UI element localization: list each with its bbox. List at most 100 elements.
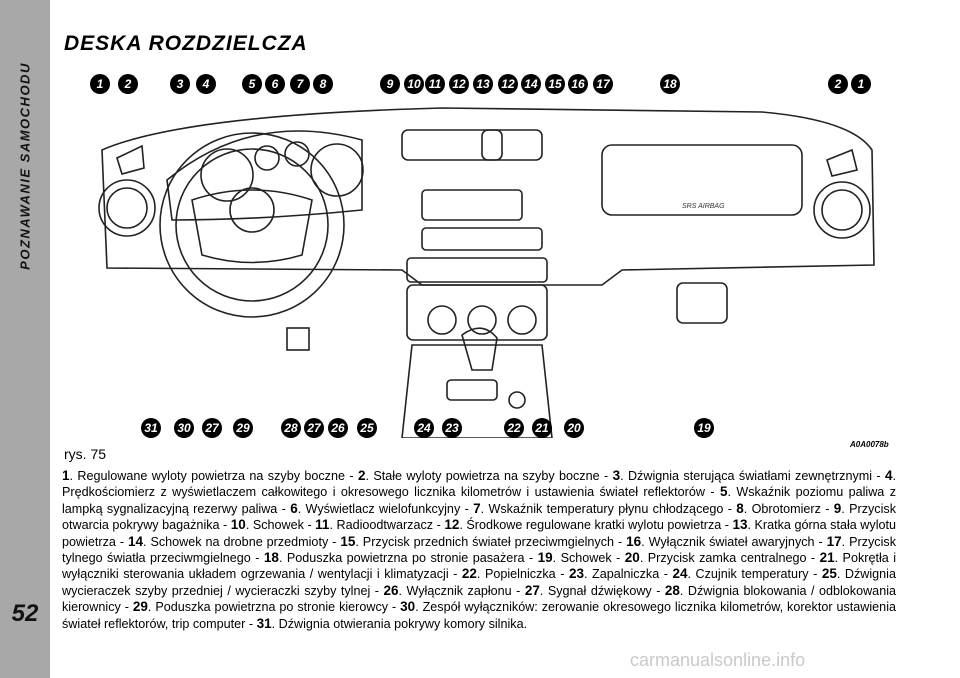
legend-number: 30 [400,599,416,615]
legend-item-text: . Pokrętła i wyłączniki sterowania układ… [62,551,896,582]
legend-item-text: . Regulowane wyloty powietrza na szyby b… [69,469,358,483]
legend-number: 14 [128,533,144,549]
bottom-callout-label: 19 [697,421,711,435]
bottom-callout-20 [564,418,584,438]
airbag-label: SRS AIRBAG [682,203,725,210]
bottom-callout-22 [504,418,524,438]
legend-number: 12 [444,517,460,533]
legend-item-text: . Stałe wyloty powietrza na szyby boczne… [365,469,613,483]
legend-item-text: . Dźwignia otwierania pokrywy komory sil… [271,616,528,631]
legend-number: 18 [263,550,279,566]
legend-item-text: . Schowek - [245,518,316,533]
section-title: POZNAWANIE SAMOCHODU [17,62,33,270]
bottom-callout-24 [414,418,434,438]
top-callout-label: 7 [297,77,305,91]
bottom-callout-label: 24 [416,421,431,435]
top-callout-label: 1 [97,77,104,91]
bottom-callout-26 [328,418,348,438]
bottom-callout-19 [694,418,714,438]
bottom-callout-label: 25 [359,421,374,435]
top-callout-label: 17 [596,77,611,91]
legend-number: 17 [826,533,842,549]
top-callout-9 [380,74,400,94]
legend-item-text: . Dźwignia sterująca światłami zewnętrzn… [620,469,885,483]
top-callout-label: 18 [663,77,677,91]
legend-text: 1. Regulowane wyloty powietrza na szyby … [62,468,896,632]
legend-number: 4 [884,468,893,483]
top-callout-label: 2 [834,77,842,91]
top-callout-16 [568,74,588,94]
legend-item-text: . Wyłącznik świateł awaryjnych - [641,534,827,549]
legend-item-text: . Kratka górna stała wylotu powietrza - [62,518,896,549]
top-callout-2 [118,74,138,94]
legend-item-text: . Poduszka powietrzna po stronie kierowc… [147,600,401,615]
legend-number: 5 [719,484,728,500]
legend-number: 20 [624,550,640,566]
top-callout-13 [473,74,493,94]
legend-number: 3 [612,468,621,483]
legend-number: 25 [821,566,837,582]
legend-item-text: . Czujnik temperatury - [687,567,822,582]
legend-item-text: . Wyświetlacz wielofunkcyjny - [297,501,474,516]
bottom-callout-29 [233,418,253,438]
top-callout-label: 12 [452,77,466,91]
legend-number: 24 [672,566,688,582]
legend-number: 8 [736,500,744,516]
legend-item-text: . Wyłącznik zapłonu - [398,583,525,598]
legend-number: 15 [340,533,356,549]
legend-number: 27 [524,582,540,598]
legend-item-text: . Radioodtwarzacz - [329,518,445,533]
top-callout-label: 13 [476,77,490,91]
sidebar: POZNAWANIE SAMOCHODU 52 [0,0,50,678]
legend-item-text: . Dźwignia blokowania / odblokowania kie… [62,583,896,615]
top-callout-label: 5 [249,77,256,91]
legend-item-text: . Wskaźnik poziomu paliwa z lampką sygna… [62,485,896,516]
legend-number: 29 [132,599,148,615]
legend-number: 2 [357,468,366,483]
footer-watermark: carmanualsonline.info [630,650,806,670]
legend-item-text: . Sygnał dźwiękowy - [539,583,665,598]
top-callout-label: 3 [177,77,184,91]
top-callout-12 [498,74,518,94]
legend-item-text: . Przycisk otwarcia pokrywy bagażnika - [62,501,896,533]
top-callout-10 [404,74,424,94]
bottom-callout-31 [141,418,161,438]
bottom-callout-27 [304,418,324,438]
bottom-callout-label: 29 [235,421,250,435]
top-callout-label: 10 [407,77,421,91]
top-callout-label: 15 [548,77,562,91]
bottom-callout-27 [202,418,222,438]
legend-item-text: . Przycisk tylnego światła przeciwmgieln… [62,534,896,566]
top-callout-14 [521,74,541,94]
page-number: 52 [11,600,39,627]
top-callout-label: 6 [272,77,279,91]
top-callout-label: 4 [202,77,210,91]
legend-item-text: . Obrotomierz - [743,501,834,516]
legend-number: 19 [537,550,553,566]
legend-item-text: . Wskaźnik temperatury płynu chłodzącego… [480,501,737,516]
legend-number: 23 [568,566,584,582]
bottom-callout-label: 22 [506,421,521,435]
top-callout-4 [196,74,216,94]
top-callout-15 [545,74,565,94]
bottom-callout-label: 28 [283,421,298,435]
legend-number: 28 [664,582,680,598]
legend-number: 13 [732,517,748,533]
legend-item-text: . Środkowe regulowane kratki wylotu powi… [459,518,733,533]
figure-code: A0A0078b [850,440,889,449]
bottom-callout-label: 26 [330,421,345,435]
legend-number: 11 [315,517,330,533]
page-title: DESKA ROZDZIELCZA [64,32,308,55]
top-callout-8 [313,74,333,94]
figure-caption: rys. 75 [64,446,107,462]
top-callout-5 [242,74,262,94]
bottom-callout-label: 23 [444,421,459,435]
legend-number: 9 [833,500,842,516]
bottom-callout-label: 27 [306,421,322,435]
legend-item-text: . Poduszka powietrzna po stronie pasażer… [278,551,538,566]
legend-number: 1 [62,468,70,483]
legend-item-text: . Przycisk przednich świateł przeciwmgie… [355,534,627,549]
